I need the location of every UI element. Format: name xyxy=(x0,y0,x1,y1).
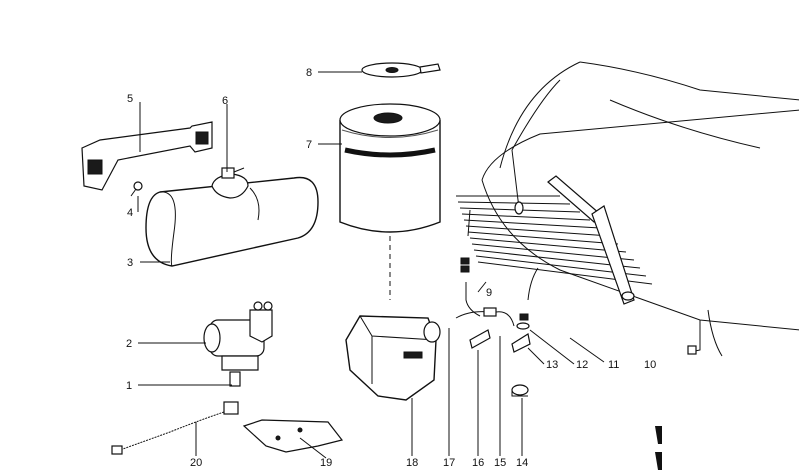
callout-11: 11 xyxy=(608,359,619,371)
screw-part-4 xyxy=(130,181,143,197)
car-body-outline xyxy=(456,61,799,357)
callout-16: 16 xyxy=(472,457,484,469)
callout-15: 15 xyxy=(494,457,506,469)
callout-19: 19 xyxy=(320,457,332,469)
callout-12: 12 xyxy=(576,359,588,371)
holder-part-18 xyxy=(345,315,441,401)
washer-nozzle xyxy=(511,149,524,215)
wiper-arm xyxy=(547,175,635,305)
lid-part-8 xyxy=(361,62,441,78)
callout-18: 18 xyxy=(406,457,418,469)
callout-labels: 1 2 3 4 5 6 7 8 9 10 11 12 13 14 15 16 1… xyxy=(126,67,656,469)
leader-lines xyxy=(137,71,605,459)
callout-6: 6 xyxy=(222,95,228,107)
callout-3: 3 xyxy=(127,257,133,269)
cap-part-6 xyxy=(211,167,249,199)
grommet-part-1 xyxy=(229,371,241,387)
callout-14: 14 xyxy=(516,457,528,469)
bracket-part-5 xyxy=(81,121,213,191)
cylinder-tank-part-3 xyxy=(145,176,319,267)
mounting-plate-part-19 xyxy=(242,419,344,453)
callout-8: 8 xyxy=(306,67,312,79)
callout-7: 7 xyxy=(306,139,312,151)
callout-9: 9 xyxy=(486,287,492,299)
nozzle-lines xyxy=(460,209,539,330)
callout-4: 4 xyxy=(127,207,133,219)
callout-20: 20 xyxy=(190,457,202,469)
callout-2: 2 xyxy=(126,338,132,350)
callout-17: 17 xyxy=(443,457,455,469)
callout-10: 10 xyxy=(644,359,656,371)
callout-13: 13 xyxy=(546,359,558,371)
reservoir-tank-part-7 xyxy=(339,103,441,300)
hoses-parts-15-17 xyxy=(455,307,531,353)
edge-marks xyxy=(655,426,662,470)
clip-part-14 xyxy=(511,384,529,397)
pump-part-2 xyxy=(203,301,273,371)
wire-harness-part-20 xyxy=(111,401,239,455)
callout-1: 1 xyxy=(126,380,132,392)
callout-5: 5 xyxy=(127,93,133,105)
